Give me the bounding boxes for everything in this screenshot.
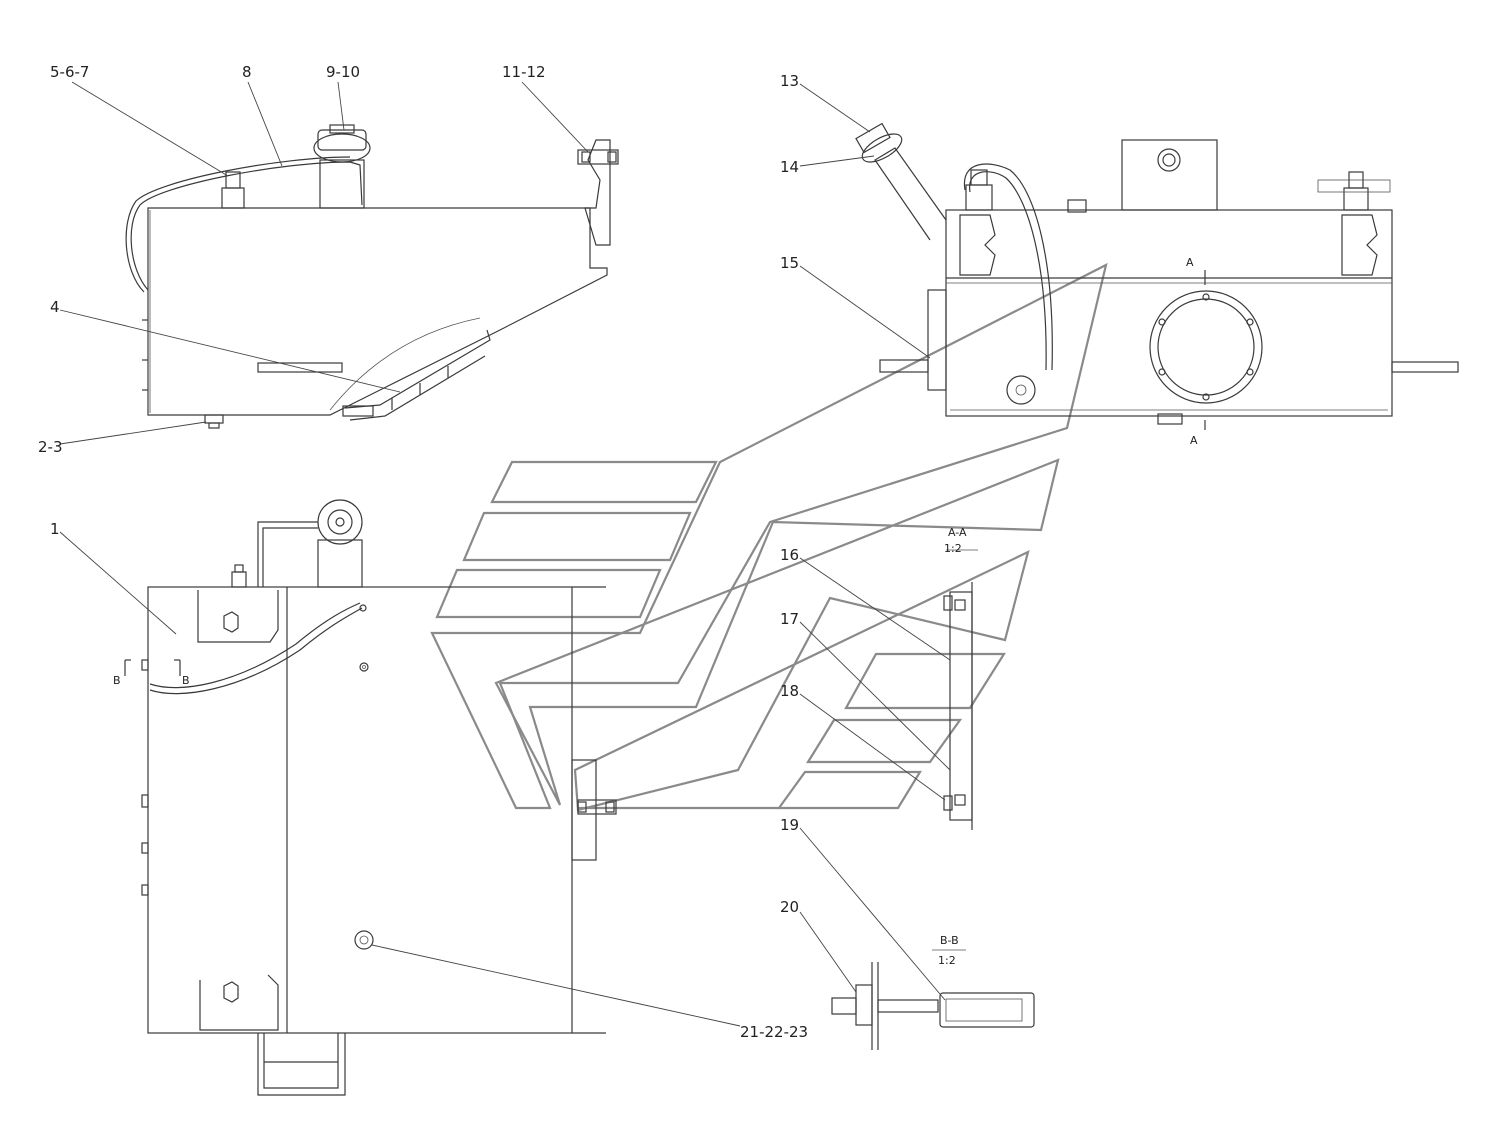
callout-16: 16 xyxy=(780,546,799,564)
section-title-a-a: A-A xyxy=(948,526,967,539)
callout-19: 19 xyxy=(780,816,799,834)
callout-21-22-23: 21-22-23 xyxy=(740,1023,808,1041)
section-title-b-b: B-B xyxy=(940,934,959,947)
section-scale-b-b: 1:2 xyxy=(938,954,956,967)
callout-labels: 5-6-7 8 9-10 11-12 4 2-3 13 14 15 1 16 1… xyxy=(38,63,808,1041)
section-scale-a-a: 1:2 xyxy=(944,542,962,555)
callout-15: 15 xyxy=(780,254,799,272)
callout-2-3: 2-3 xyxy=(38,438,63,456)
callout-8: 8 xyxy=(242,63,252,81)
section-a-a-view xyxy=(943,549,978,830)
section-annotations: A A B B A-A 1:2 B-B 1:2 xyxy=(113,256,1198,967)
callout-20: 20 xyxy=(780,898,799,916)
callout-14: 14 xyxy=(780,158,799,176)
callout-5-6-7: 5-6-7 xyxy=(50,63,89,81)
leader-lines xyxy=(59,81,951,1027)
plan-view-tank xyxy=(124,499,617,1096)
watermark-logo xyxy=(430,262,1108,812)
callout-17: 17 xyxy=(780,610,799,628)
section-b-b-view xyxy=(831,949,1035,1050)
callout-9-10: 9-10 xyxy=(326,63,360,81)
side-view-tank xyxy=(125,124,619,429)
callout-18: 18 xyxy=(780,682,799,700)
callout-11-12: 11-12 xyxy=(502,63,546,81)
callout-4: 4 xyxy=(50,298,60,316)
section-mark-a-bottom: A xyxy=(1190,434,1198,447)
section-mark-b-right: B xyxy=(182,674,190,687)
section-mark-b-left: B xyxy=(113,674,121,687)
section-mark-a-top: A xyxy=(1186,256,1194,269)
callout-13: 13 xyxy=(780,72,799,90)
callout-1: 1 xyxy=(50,520,60,538)
front-view-tank xyxy=(855,122,1459,430)
